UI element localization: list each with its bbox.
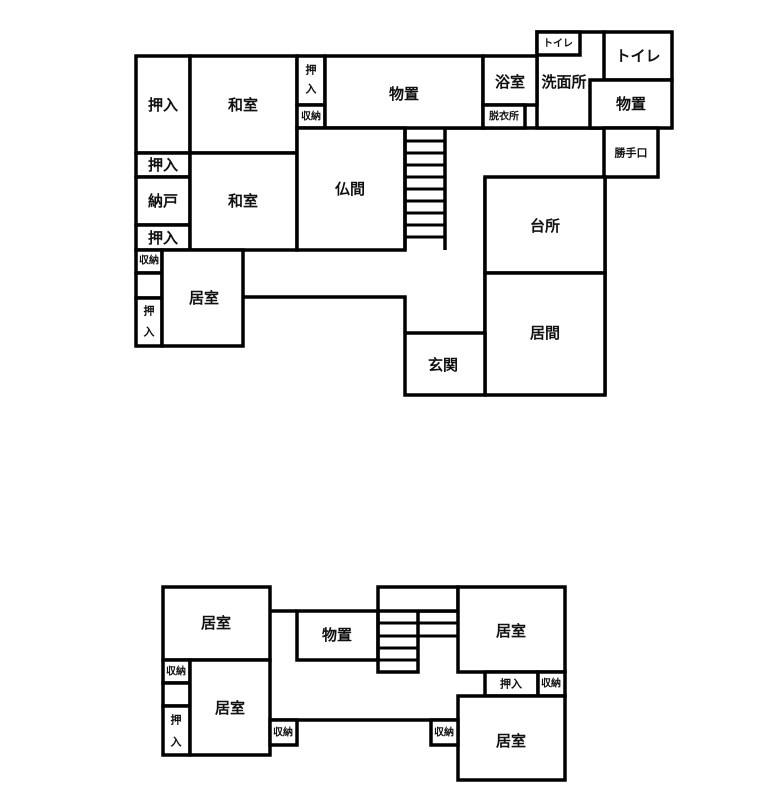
label: トイレ xyxy=(543,38,573,50)
label: 物置 xyxy=(322,626,352,644)
room-shuno-3 xyxy=(429,718,460,747)
room-toilet-small xyxy=(535,30,582,57)
room-datsuijo xyxy=(481,103,527,130)
label: 居室 xyxy=(201,614,231,632)
label: 押入 xyxy=(148,96,178,114)
room-daidokoro xyxy=(483,175,607,275)
label: 物置 xyxy=(389,85,419,103)
label: 洗面所 xyxy=(541,73,586,91)
room-kyoshitsu xyxy=(160,248,245,348)
label: 押 xyxy=(144,304,155,318)
room-nando xyxy=(134,175,192,227)
label: 入 xyxy=(306,83,317,96)
label: 収納 xyxy=(273,726,293,739)
label: 押入 xyxy=(148,156,178,174)
label: 居室 xyxy=(189,289,219,307)
room-toilet-big xyxy=(602,30,674,82)
label: 収納 xyxy=(139,254,159,267)
room-monooki xyxy=(295,609,380,662)
label: 押 xyxy=(306,63,317,77)
room-kyoshitsu-2 xyxy=(188,658,272,757)
room-katteguchi xyxy=(602,126,660,179)
label: トイレ xyxy=(615,47,660,65)
label: 入 xyxy=(171,736,182,749)
label: 収納 xyxy=(434,726,454,739)
first-floor: 押入 和室 押 入 収納 物置 浴室 脱衣所 洗面所 トイレ トイレ 物置 勝手… xyxy=(134,30,674,397)
room-genkan xyxy=(403,331,487,397)
label: 居室 xyxy=(215,699,245,717)
label: 浴室 xyxy=(495,73,525,91)
staircase-1f xyxy=(403,128,447,250)
label: 入 xyxy=(144,326,155,339)
label: 玄関 xyxy=(428,356,458,374)
label: 居室 xyxy=(496,732,526,750)
second-floor: 居室 収納 押 入 居室 物置 収納 収納 居室 押入 収納 居室 xyxy=(161,585,567,782)
room-kyoshitsu-3 xyxy=(456,585,567,674)
label: 仏間 xyxy=(335,180,365,198)
label: 和室 xyxy=(228,96,258,114)
label: 勝手口 xyxy=(615,146,648,160)
room-oshiire-1 xyxy=(161,704,192,757)
room-kyoshitsu-4 xyxy=(456,694,567,782)
room-washitsu-2 xyxy=(188,151,299,252)
label: 居間 xyxy=(530,324,560,342)
room-blank xyxy=(161,681,192,708)
label: 収納 xyxy=(166,665,186,678)
label: 物置 xyxy=(616,95,646,113)
label: 和室 xyxy=(228,192,258,210)
label: 押入 xyxy=(500,677,522,691)
room-shuno-4 xyxy=(536,670,567,698)
label: 居室 xyxy=(496,622,526,640)
label: 押 xyxy=(171,713,182,727)
label: 脱衣所 xyxy=(489,110,519,123)
label: 台所 xyxy=(530,217,560,235)
room-ima xyxy=(483,271,607,397)
room-kyoshitsu-1 xyxy=(161,585,272,662)
label: 押入 xyxy=(148,229,178,247)
staircase-2f xyxy=(376,611,458,674)
label: 収納 xyxy=(541,677,561,690)
room-yokushitsu xyxy=(481,54,539,107)
room-blank xyxy=(134,271,164,300)
room-stair-top xyxy=(376,585,460,613)
room-oshiire-3 xyxy=(134,223,192,252)
label: 収納 xyxy=(301,110,321,123)
label: 納戸 xyxy=(148,192,178,210)
room-shuno-2 xyxy=(268,718,299,747)
